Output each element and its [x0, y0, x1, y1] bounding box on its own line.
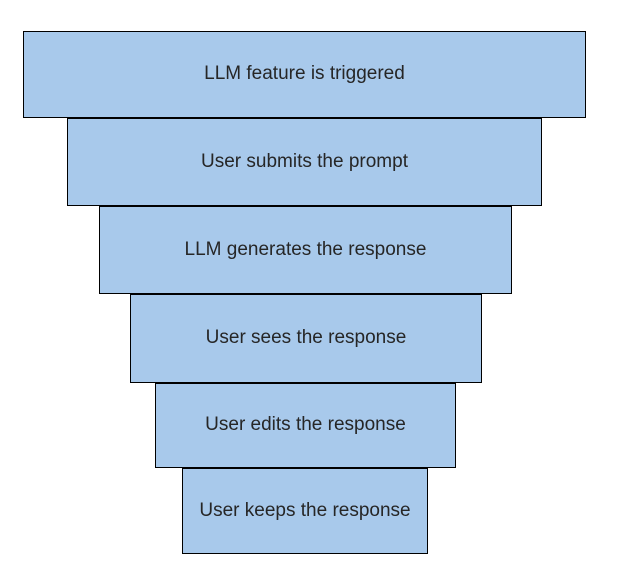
funnel-step-label: LLM feature is triggered — [204, 63, 405, 85]
funnel-step-llm-feature-triggered: LLM feature is triggered — [23, 31, 586, 118]
funnel-step-user-submits-prompt: User submits the prompt — [67, 118, 542, 206]
funnel-step-user-keeps-response: User keeps the response — [182, 468, 428, 554]
funnel-step-user-sees-response: User sees the response — [130, 294, 482, 383]
funnel-step-label: User submits the prompt — [201, 150, 408, 172]
funnel-step-label: LLM generates the response — [184, 238, 427, 260]
funnel-step-label: User sees the response — [205, 327, 407, 349]
funnel-step-label: User edits the response — [205, 414, 406, 436]
funnel-step-label: User keeps the response — [199, 499, 411, 521]
funnel-step-user-edits-response: User edits the response — [155, 383, 456, 468]
funnel-step-llm-generates-response: LLM generates the response — [99, 206, 512, 294]
